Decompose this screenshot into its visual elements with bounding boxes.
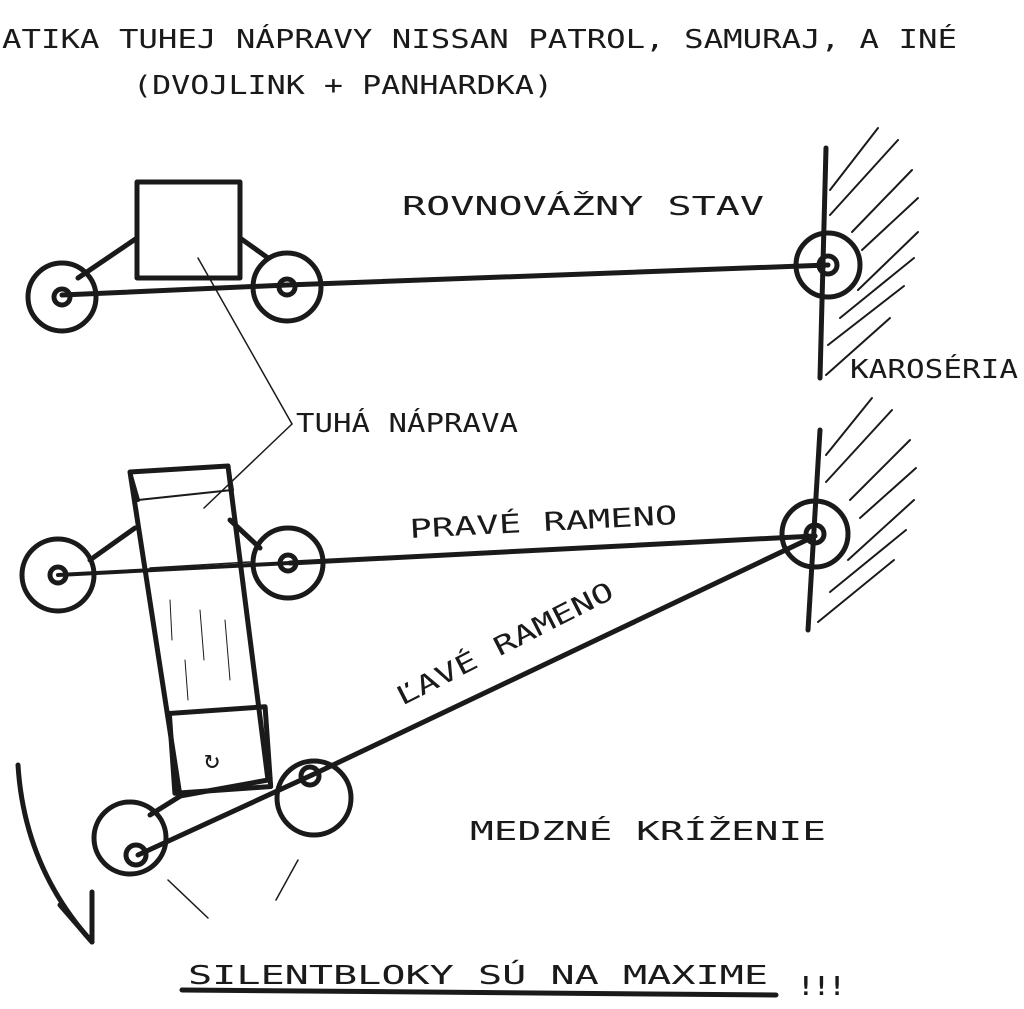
limit-assembly: ↻ bbox=[19, 463, 851, 919]
bushing-left-top bbox=[25, 260, 99, 334]
tilted-axle bbox=[127, 463, 274, 799]
stress-mark-right bbox=[275, 859, 299, 901]
label-body: KAROSÉRIA bbox=[850, 353, 1018, 385]
left-arm bbox=[309, 533, 818, 778]
bottom-underline bbox=[179, 987, 779, 998]
bushing-upper-left bbox=[19, 536, 97, 614]
equilibrium-assembly bbox=[25, 179, 863, 334]
strut-upper-left bbox=[87, 525, 138, 563]
leader-axle-top bbox=[197, 257, 293, 425]
label-equilibrium: ROVNOVÁŽNY STAV bbox=[402, 190, 764, 222]
right-arm bbox=[287, 533, 818, 566]
stress-mark-left bbox=[167, 879, 209, 919]
body-wall-bottom bbox=[805, 397, 917, 633]
title-line-2: (DVOJLINK + PANHARDKA) bbox=[133, 71, 553, 101]
bushing-lower-left bbox=[91, 799, 169, 877]
bottom-note: SILENTBLOKY SÚ NA MAXIME bbox=[188, 959, 768, 991]
bushing-body-top bbox=[793, 230, 863, 300]
rotation-box bbox=[166, 704, 274, 796]
label-limit: MEDZNÉ KRÍŽENIE bbox=[470, 815, 826, 847]
lower-bar-top bbox=[59, 282, 290, 298]
exclamation-marks: !!! bbox=[798, 972, 845, 1002]
rotation-arrow bbox=[15, 762, 95, 945]
rotation-icon: ↻ bbox=[204, 745, 220, 775]
strut-right-top bbox=[237, 235, 271, 261]
title-line-1: ATIKA TUHEJ NÁPRAVY NISSAN PATROL, SAMUR… bbox=[2, 23, 957, 55]
bushing-right-top bbox=[250, 250, 324, 324]
label-rigid-axle: TUHÁ NÁPRAVA bbox=[296, 407, 518, 439]
body-wall-top bbox=[817, 127, 919, 381]
label-right-arm: PRAVÉ RAMENO bbox=[409, 499, 678, 545]
leader-axle-bottom bbox=[203, 423, 293, 509]
bushing-upper-right bbox=[250, 525, 326, 601]
axle-box-top bbox=[134, 179, 243, 281]
arm-top bbox=[284, 262, 831, 288]
bushing-lower-right bbox=[274, 758, 354, 838]
